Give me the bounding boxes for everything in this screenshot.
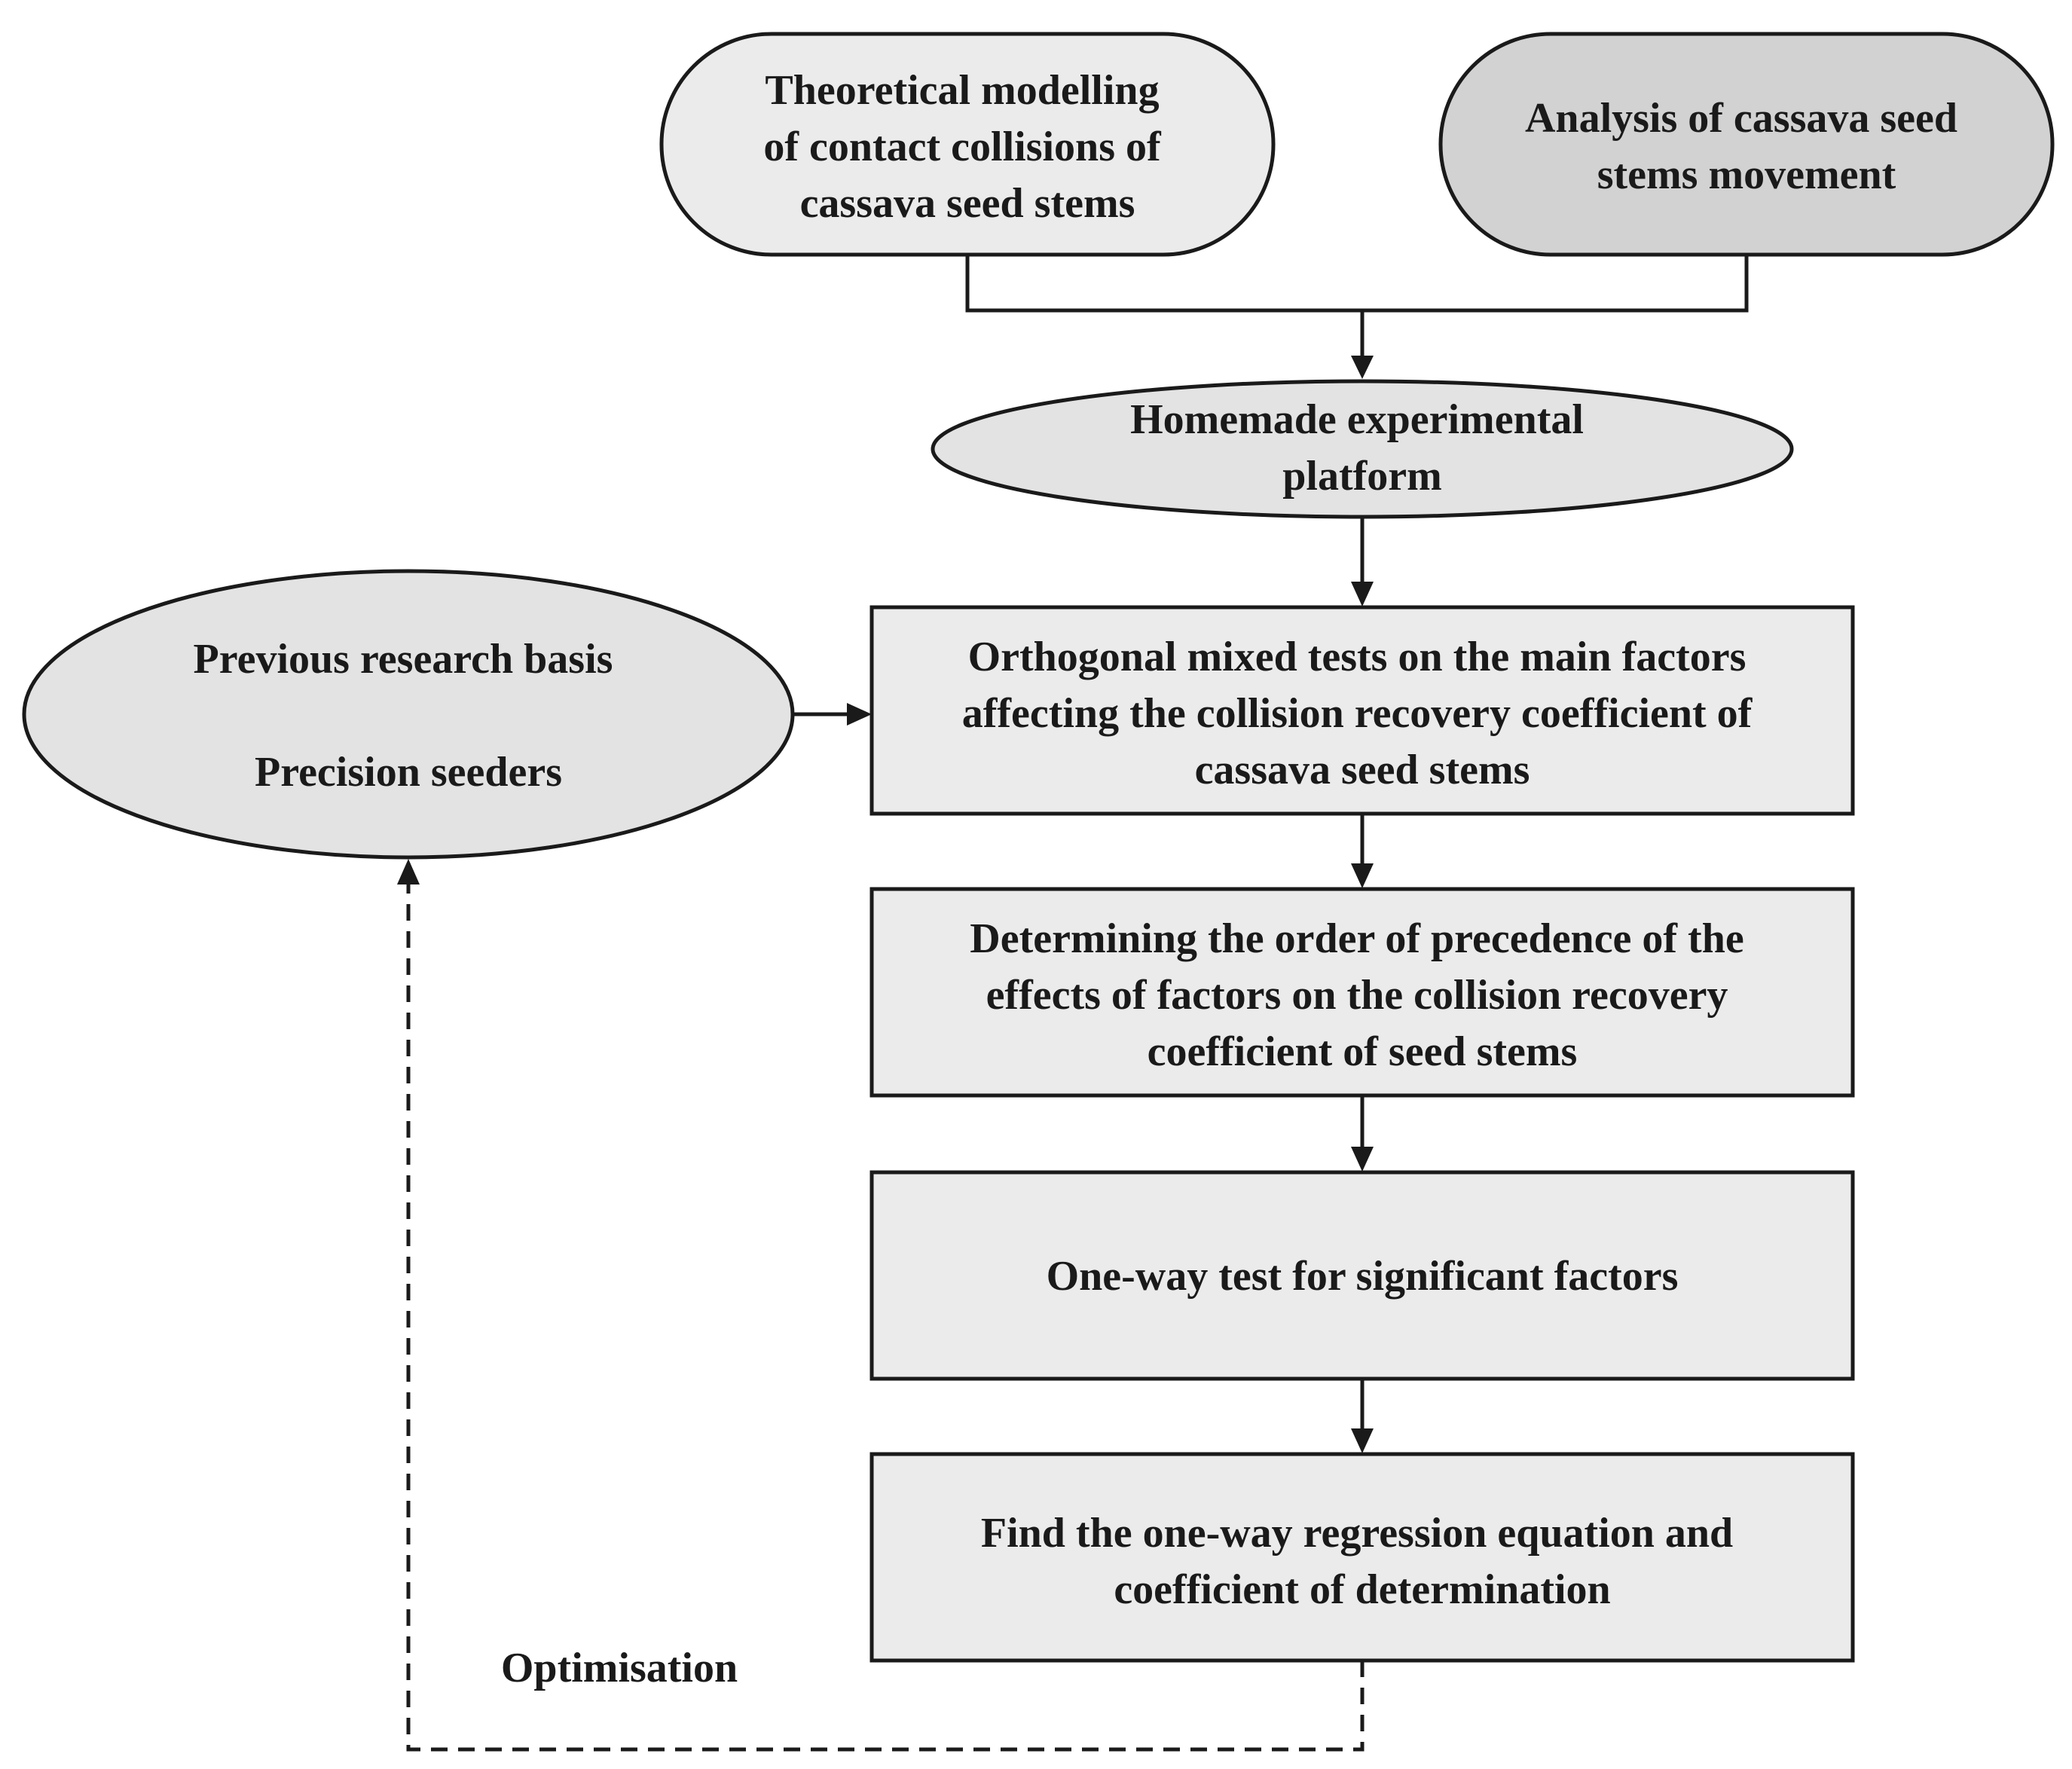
feedback-loop-connector <box>406 881 1365 1752</box>
orthogonal-line-2: affecting the collision recovery coeffic… <box>962 690 1753 737</box>
arrowhead-order <box>1351 863 1374 888</box>
platform-line-2: platform <box>1282 453 1442 500</box>
analysis-node <box>1438 32 2055 257</box>
merge-connector <box>965 255 1749 313</box>
order-line-2: effects of factors on the collision reco… <box>986 972 1728 1019</box>
order-line-1: Determining the order of precedence of t… <box>970 915 1743 962</box>
oneway-test-text: One-way test for significant factors <box>1047 1253 1679 1300</box>
arrowhead-previous <box>847 703 872 726</box>
order-precedence-node <box>869 887 1855 1098</box>
previous-research-node <box>22 569 795 860</box>
platform-node-text: Homemade experimental platform <box>1130 396 1594 500</box>
theory-line-2: of contact collisions of <box>763 124 1162 170</box>
analysis-line-2: stems movement <box>1597 151 1896 198</box>
arrowhead-regression <box>1351 1428 1374 1453</box>
platform-line-1: Homemade experimental <box>1130 396 1584 443</box>
arrowhead-platform <box>1351 356 1374 379</box>
oneway-line-1: One-way test for significant factors <box>1047 1253 1679 1300</box>
optimisation-label: Optimisation <box>501 1645 738 1691</box>
previous-line-2: Precision seeders <box>255 749 562 796</box>
previous-line-1: Previous research basis <box>194 636 613 683</box>
theory-line-1: Theoretical modelling <box>765 67 1159 114</box>
orthogonal-line-3: cassava seed stems <box>1195 747 1530 793</box>
orthogonal-line-1: Orthogonal mixed tests on the main facto… <box>968 634 1747 680</box>
arrowhead-oneway <box>1351 1147 1374 1172</box>
oneway-test-node <box>869 1170 1855 1381</box>
arrowhead-orthogonal <box>1351 582 1374 606</box>
theory-node-text: Theoretical modelling of contact collisi… <box>763 67 1171 227</box>
orthogonal-tests-text: Orthogonal mixed tests on the main facto… <box>962 634 1763 793</box>
orthogonal-tests-node <box>869 605 1855 816</box>
analysis-node-text: Analysis of cassava seed stems movement <box>1525 95 1968 198</box>
regression-node <box>869 1452 1855 1663</box>
regression-text: Find the one-way regression equation and… <box>981 1510 1743 1613</box>
order-precedence-text: Determining the order of precedence of t… <box>970 915 1754 1075</box>
regression-line-2: coefficient of determination <box>1114 1566 1610 1613</box>
analysis-line-1: Analysis of cassava seed <box>1525 95 1957 142</box>
theory-line-3: cassava seed stems <box>800 180 1135 227</box>
previous-research-text: Previous research basis Precision seeder… <box>194 636 624 796</box>
regression-line-1: Find the one-way regression equation and <box>981 1510 1733 1557</box>
order-line-3: coefficient of seed stems <box>1148 1028 1578 1075</box>
arrowhead-feedback <box>397 859 420 884</box>
